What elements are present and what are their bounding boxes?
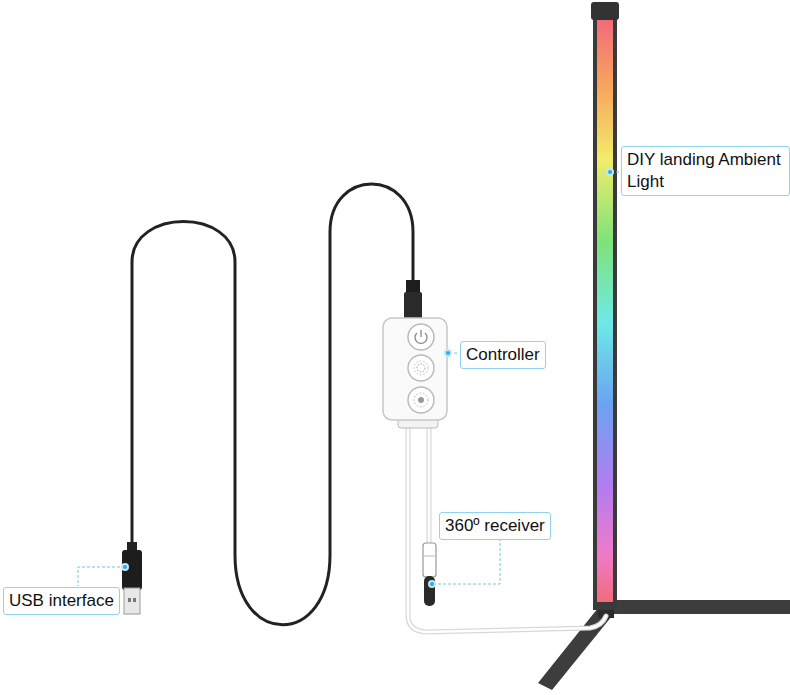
white-wire	[408, 425, 606, 632]
receiver	[423, 543, 436, 606]
callout-text: 360º receiver	[445, 515, 545, 537]
usb-plug	[122, 542, 142, 614]
callout-text: USB interface	[9, 590, 114, 612]
dc-connector	[404, 280, 422, 320]
controller-box	[383, 318, 447, 428]
callout-box: USB interface	[3, 587, 120, 615]
lamp-base	[538, 600, 790, 690]
leader-line	[78, 172, 624, 586]
white-wire-core	[408, 425, 606, 632]
leader-dot	[122, 169, 613, 587]
callout-box: 360º receiver	[439, 512, 551, 540]
callout-text: DIY landing Ambient Light	[627, 149, 784, 193]
lamp-pole	[591, 2, 619, 610]
callout-box: Controller	[460, 341, 546, 369]
callout-text: Controller	[466, 344, 540, 366]
usb-cable	[132, 184, 413, 625]
callout-box: DIY landing Ambient Light	[621, 146, 790, 196]
